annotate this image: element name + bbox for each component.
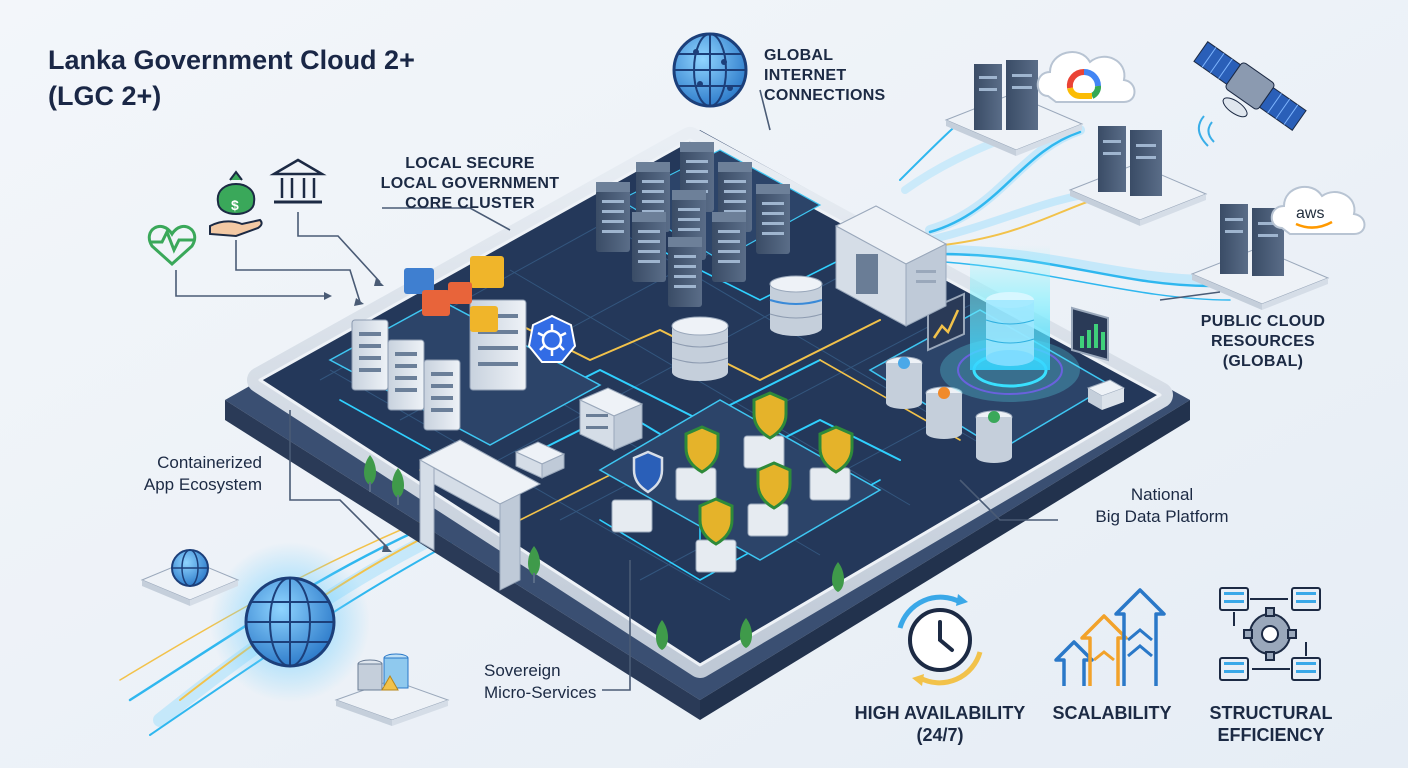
label-line: CORE CLUSTER <box>360 194 580 214</box>
label-line: (GLOBAL) <box>1188 352 1338 372</box>
label-line: Sovereign <box>484 660 644 682</box>
internet-gateway-globe-icon <box>210 542 370 702</box>
label-line: GLOBAL <box>764 46 886 66</box>
label-line: LOCAL GOVERNMENT <box>360 174 580 194</box>
label-line: LOCAL SECURE <box>360 154 580 174</box>
label-local-secure: LOCAL SECURE LOCAL GOVERNMENT CORE CLUST… <box>360 154 580 214</box>
label-line: App Ecosystem <box>90 474 262 496</box>
label-line: PUBLIC CLOUD <box>1188 312 1338 332</box>
feature-scalability: SCALABILITY <box>1040 702 1184 724</box>
feature-high-availability: HIGH AVAILABILITY (24/7) <box>840 702 1040 746</box>
feature-line: HIGH AVAILABILITY <box>840 702 1040 724</box>
aws-logo-text: aws <box>1296 205 1324 222</box>
label-line: CONNECTIONS <box>764 86 886 106</box>
globe-icon <box>674 34 746 106</box>
title-line-1: Lanka Government Cloud 2+ <box>48 42 568 78</box>
kubernetes-wheel-icon <box>529 316 575 362</box>
svg-text:$: $ <box>231 197 239 213</box>
feature-structural-efficiency: STRUCTURAL EFFICIENCY <box>1196 702 1346 746</box>
label-sovereign: Sovereign Micro-Services <box>484 660 644 704</box>
label-line: Big Data Platform <box>1062 506 1262 528</box>
label-public-cloud: PUBLIC CLOUD RESOURCES (GLOBAL) <box>1188 312 1338 372</box>
label-line: RESOURCES <box>1188 332 1338 352</box>
label-global-internet: GLOBAL INTERNET CONNECTIONS <box>764 46 886 106</box>
page-title: Lanka Government Cloud 2+ (LGC 2+) <box>48 42 568 114</box>
label-line: INTERNET <box>764 66 886 86</box>
feature-line: (24/7) <box>840 724 1040 746</box>
label-line: Containerized <box>90 452 262 474</box>
label-line: Micro-Services <box>484 682 644 704</box>
feature-line: EFFICIENCY <box>1196 724 1346 746</box>
label-containerized: Containerized App Ecosystem <box>90 452 262 496</box>
feature-line: STRUCTURAL <box>1196 702 1346 724</box>
title-line-2: (LGC 2+) <box>48 78 568 114</box>
feature-line: SCALABILITY <box>1040 702 1184 724</box>
label-national-big-data: National Big Data Platform <box>1062 484 1262 528</box>
label-line: National <box>1062 484 1262 506</box>
